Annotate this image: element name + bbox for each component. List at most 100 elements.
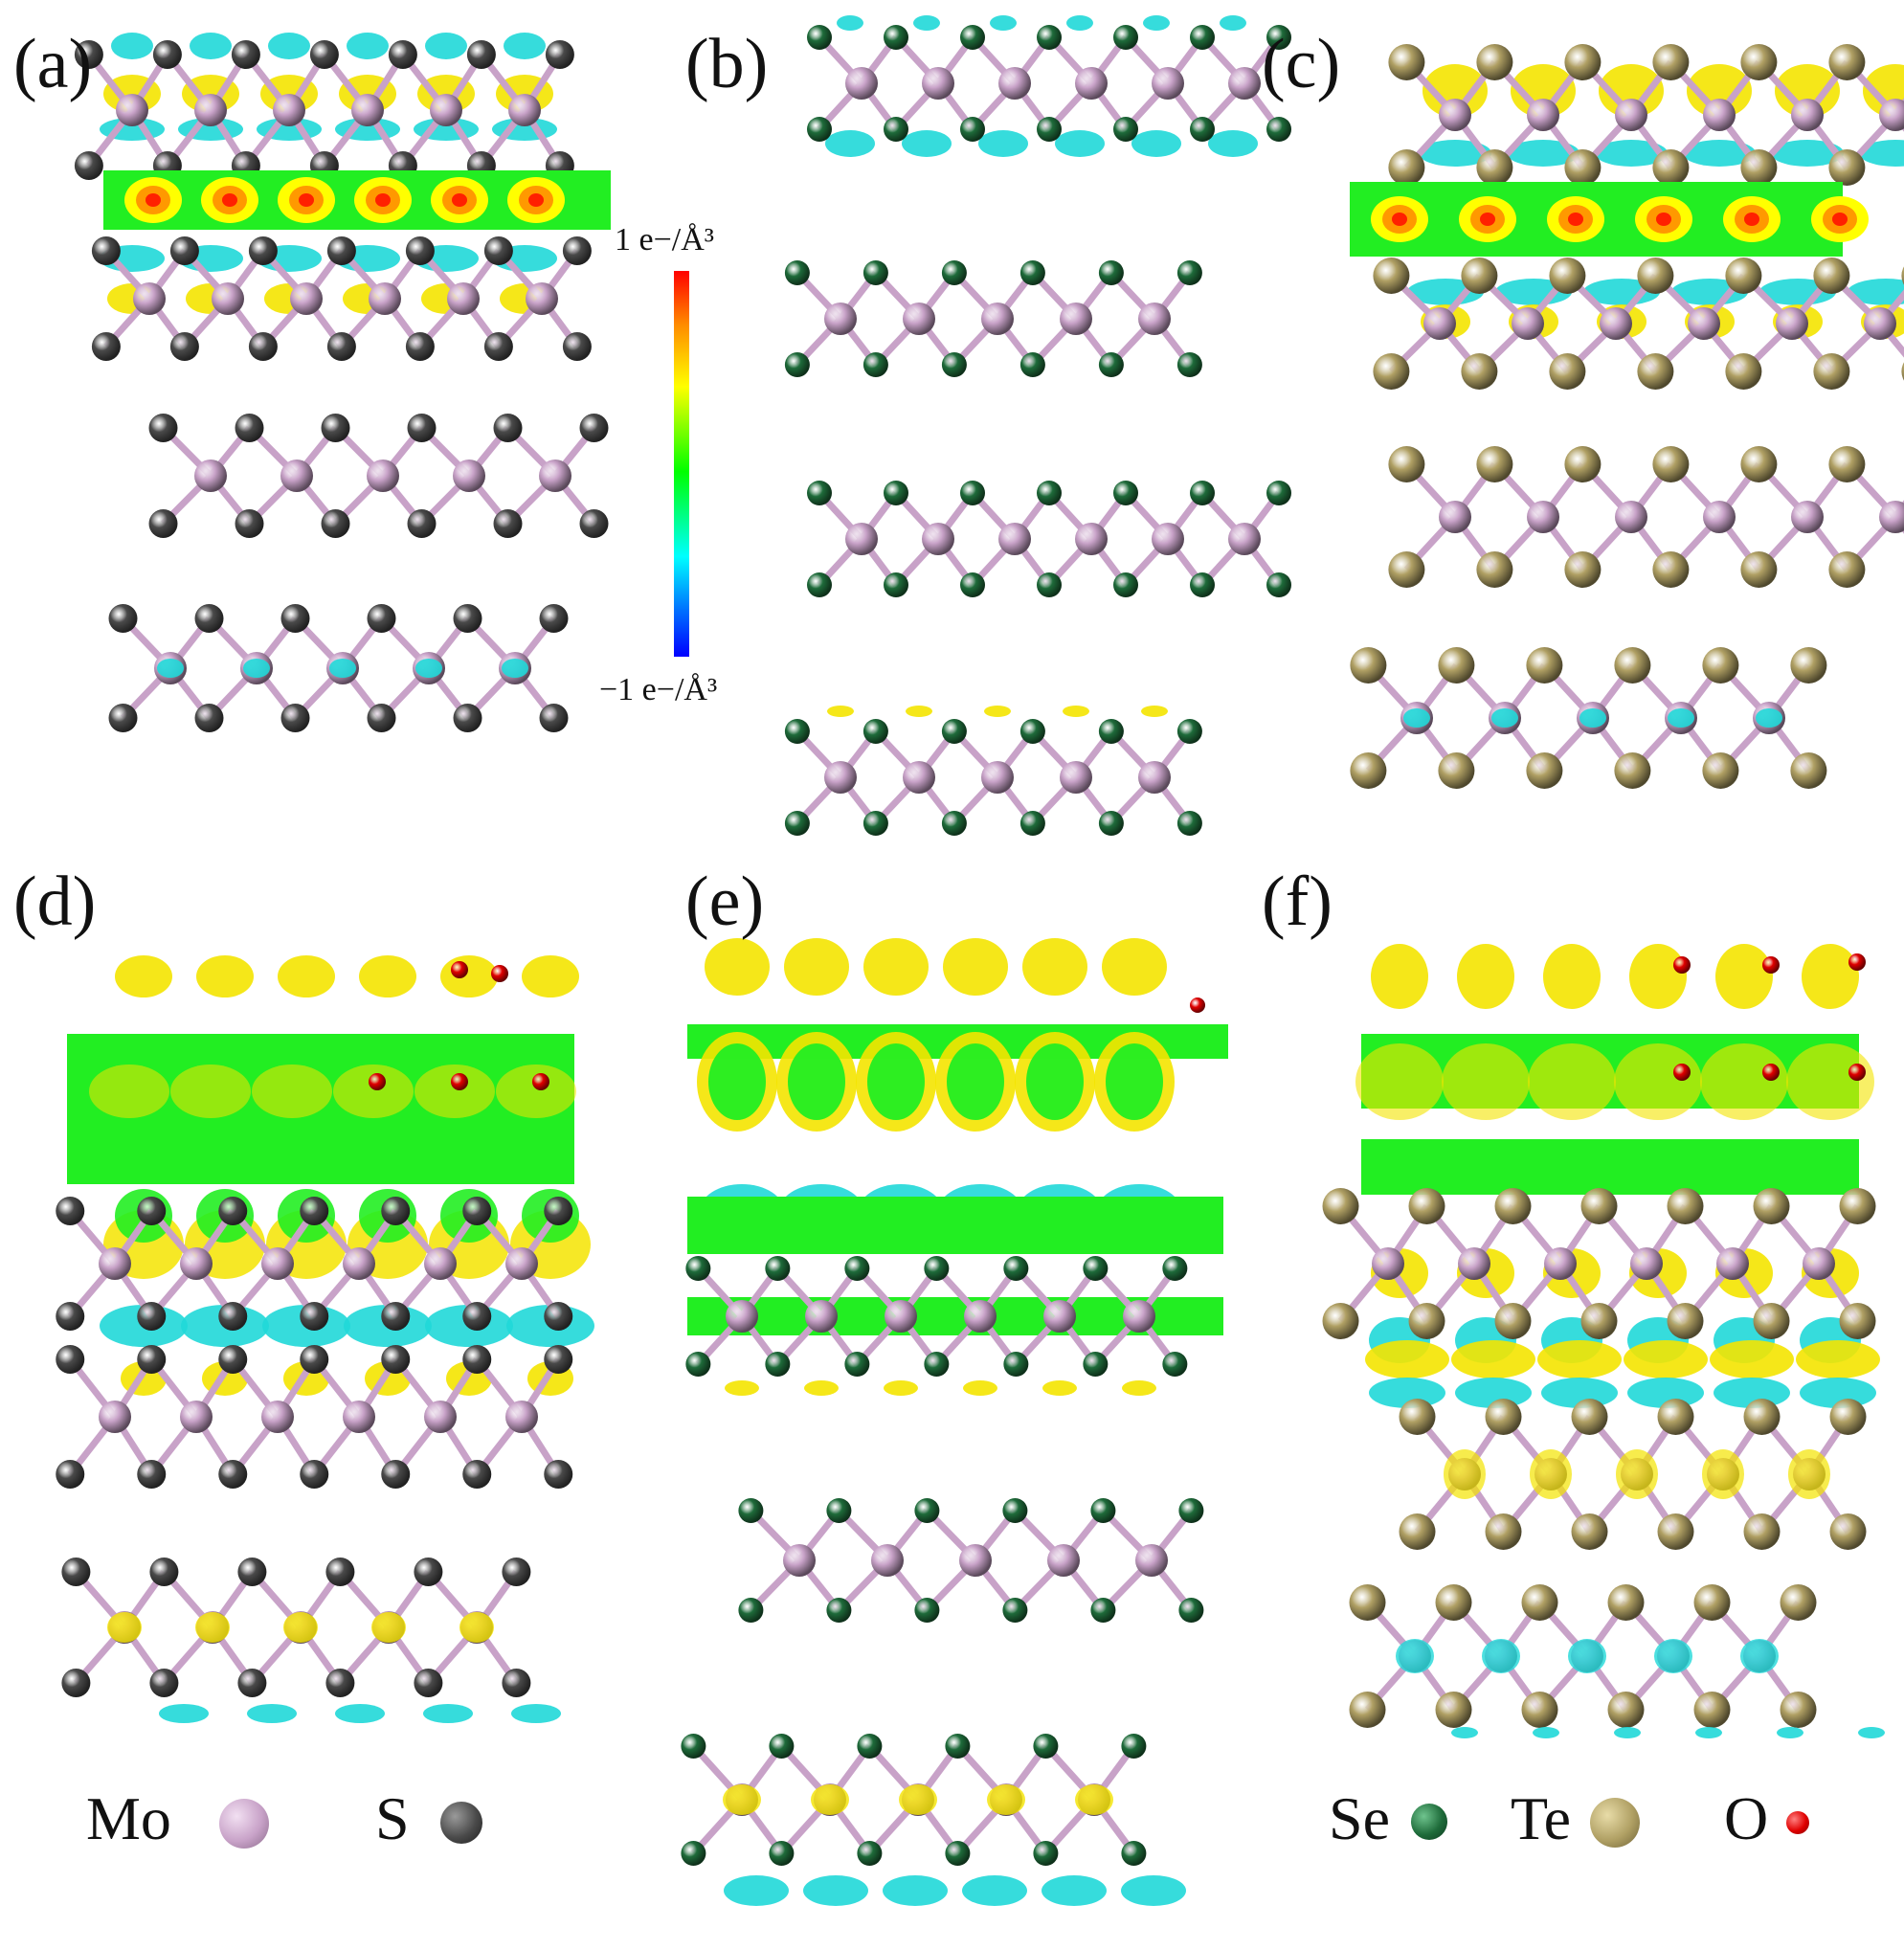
mo-atom <box>1630 1247 1663 1280</box>
mo-atom <box>845 523 878 555</box>
charge-isosurface <box>423 1704 473 1723</box>
mo-atom <box>430 94 462 126</box>
s-atom <box>91 236 121 265</box>
mo-atom <box>845 67 878 100</box>
mo-atom <box>1123 1300 1155 1333</box>
mo-atom <box>981 303 1014 335</box>
charge-isosurface <box>1457 944 1514 1009</box>
s-atom <box>235 414 264 442</box>
te-atom <box>1614 647 1651 684</box>
s-atom <box>149 1558 179 1586</box>
s-atom <box>502 1558 531 1586</box>
charge-density-slice <box>67 1125 574 1184</box>
te-atom <box>1521 1692 1558 1728</box>
charge-isosurface <box>804 1380 839 1396</box>
o-atom <box>1673 1064 1691 1081</box>
charge-isosurface <box>1042 1875 1107 1906</box>
te-atom <box>1435 1584 1472 1621</box>
te-atom <box>1373 353 1410 390</box>
se-atom <box>884 117 908 142</box>
legend-atom-se <box>1411 1804 1447 1840</box>
se-atom <box>1098 719 1124 744</box>
s-atom <box>321 414 350 442</box>
charge-isosurface <box>440 955 498 997</box>
s-atom <box>544 1345 573 1374</box>
mo-atom <box>290 282 323 315</box>
se-atom <box>1162 1352 1188 1377</box>
charge-isosurface <box>1482 1639 1520 1673</box>
se-atom <box>1090 1598 1116 1623</box>
te-atom <box>1813 353 1850 390</box>
mo-atom <box>1152 523 1184 555</box>
se-atom <box>1033 1841 1059 1866</box>
se-atom <box>884 481 908 505</box>
s-atom <box>579 509 609 538</box>
mo-atom <box>1060 303 1092 335</box>
charge-isosurface <box>1063 706 1089 717</box>
charge-isosurface <box>502 659 528 678</box>
legend-label-mo: Mo <box>86 1784 171 1852</box>
te-atom <box>1571 1399 1608 1435</box>
se-atom <box>1019 811 1045 836</box>
charge-isosurface <box>1042 1380 1077 1396</box>
mo-atom <box>508 94 541 126</box>
charge-isosurface <box>867 1043 925 1120</box>
charge-density-peak <box>1392 213 1407 226</box>
charge-isosurface <box>195 1612 230 1643</box>
se-atom <box>1121 1734 1147 1759</box>
mo-atom <box>1228 523 1261 555</box>
charge-isosurface <box>496 1065 576 1118</box>
charge-isosurface <box>1715 944 1773 1009</box>
s-atom <box>407 509 437 538</box>
te-atom <box>1829 1513 1867 1550</box>
charge-isosurface <box>943 938 1008 996</box>
charge-isosurface <box>1106 1043 1163 1120</box>
s-atom <box>218 1345 248 1374</box>
s-atom <box>453 604 482 633</box>
o-atom <box>1848 1064 1866 1081</box>
s-atom <box>218 1460 248 1489</box>
te-atom <box>1485 1399 1522 1435</box>
mo-atom <box>1544 1247 1577 1280</box>
mo-atom <box>351 94 384 126</box>
s-atom <box>539 704 569 732</box>
te-atom <box>1839 1303 1876 1339</box>
charge-isosurface <box>913 15 940 31</box>
charge-isosurface <box>159 1704 209 1723</box>
se-atom <box>862 811 888 836</box>
te-atom <box>1580 1188 1618 1224</box>
mo-atom <box>1791 99 1824 131</box>
charge-isosurface <box>1419 140 1491 167</box>
te-atom <box>1564 446 1602 482</box>
se-atom <box>941 811 967 836</box>
se-atom <box>1113 481 1138 505</box>
charge-isosurface <box>1066 15 1093 31</box>
panel-label-b: (b) <box>685 25 769 103</box>
charge-isosurface <box>837 15 863 31</box>
charge-isosurface <box>1687 64 1752 118</box>
te-atom <box>1373 258 1410 294</box>
charge-isosurface <box>827 706 854 717</box>
se-atom <box>685 1352 711 1377</box>
mo-atom <box>903 761 935 794</box>
s-atom <box>91 332 121 361</box>
charge-isosurface <box>1627 1378 1704 1408</box>
te-atom <box>1657 1513 1694 1550</box>
charge-isosurface <box>825 130 875 157</box>
se-atom <box>1019 719 1045 744</box>
charge-isosurface <box>347 33 389 59</box>
se-atom <box>862 719 888 744</box>
s-atom <box>381 1302 411 1331</box>
s-atom <box>248 236 278 265</box>
charge-density-peak <box>1656 213 1671 226</box>
charge-isosurface <box>1026 1043 1084 1120</box>
charge-isosurface <box>1143 15 1170 31</box>
mo-atom <box>998 67 1031 100</box>
se-atom <box>1190 25 1215 50</box>
charge-isosurface <box>1533 1727 1559 1738</box>
charge-isosurface <box>1355 1043 1444 1120</box>
charge-density-peak <box>528 193 544 207</box>
charge-isosurface <box>906 706 932 717</box>
mo-atom <box>1439 99 1471 131</box>
mo-atom <box>1527 99 1559 131</box>
